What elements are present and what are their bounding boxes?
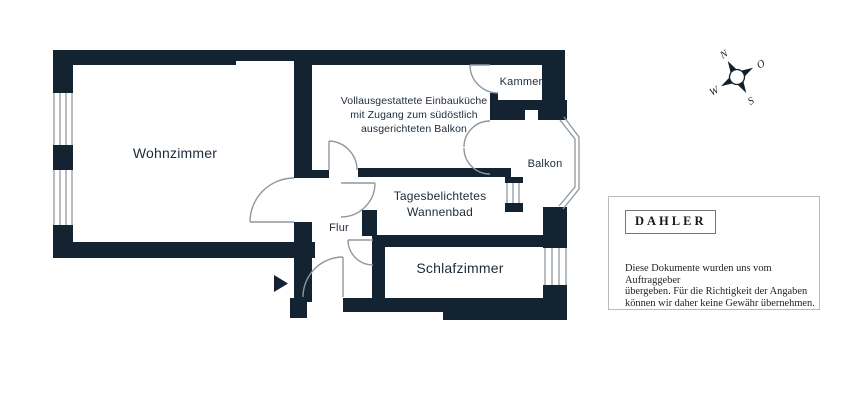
wall-niches bbox=[236, 61, 538, 120]
window-bedroom bbox=[543, 248, 567, 285]
window-living-2 bbox=[53, 170, 73, 225]
brand-logo: DAHLER bbox=[625, 210, 717, 234]
label-schlafzimmer: Schlafzimmer bbox=[416, 260, 503, 276]
balcony-railing bbox=[558, 116, 580, 210]
label-bad-line1: Tagesbelichtetes bbox=[394, 189, 487, 203]
label-flur: Flur bbox=[329, 222, 349, 234]
door-entrance bbox=[302, 256, 344, 298]
compass-o: O bbox=[755, 58, 767, 72]
disclaimer-text: Diese Dokumente wurden uns vom Auftragge… bbox=[625, 263, 815, 309]
door-kitchen bbox=[328, 140, 358, 171]
entrance-arrow-icon bbox=[274, 275, 288, 292]
window-bathroom bbox=[505, 183, 523, 203]
disclaimer-line-3: können wir daher keine Gewähr übernehmen… bbox=[625, 297, 815, 309]
compass-n: N bbox=[718, 48, 731, 62]
compass-w: W bbox=[708, 84, 722, 99]
door-bathroom bbox=[340, 182, 376, 218]
compass-s: S bbox=[746, 95, 757, 108]
disclaimer-line-2: übergeben. Für die Richtigkeit der Angab… bbox=[625, 286, 808, 298]
kitchen-note-line3: ausgerichteten Balkon bbox=[361, 123, 467, 135]
compass-rose-icon: N O S W bbox=[708, 48, 768, 108]
disclaimer-line-1: Diese Dokumente wurden uns vom Auftragge… bbox=[625, 263, 772, 286]
door-balcony-french bbox=[463, 120, 491, 175]
disclaimer-panel: DAHLER Diese Dokumente wurden uns vom Au… bbox=[608, 196, 820, 310]
kitchen-note-line1: Vollausgestattete Einbauküche bbox=[341, 95, 488, 107]
door-bedroom bbox=[347, 239, 374, 266]
window-living-1 bbox=[53, 93, 73, 145]
door-living-room bbox=[249, 177, 295, 223]
windows bbox=[53, 93, 567, 285]
walls bbox=[53, 50, 567, 320]
label-balkon: Balkon bbox=[528, 158, 563, 170]
door-kammer bbox=[469, 64, 499, 94]
label-bad-line2: Wannenbad bbox=[407, 205, 473, 219]
kitchen-note-line2: mit Zugang zum südöstlich bbox=[350, 109, 477, 121]
label-kammer: Kammer bbox=[500, 76, 543, 88]
label-wohnzimmer: Wohnzimmer bbox=[133, 145, 217, 161]
doors bbox=[249, 64, 499, 298]
